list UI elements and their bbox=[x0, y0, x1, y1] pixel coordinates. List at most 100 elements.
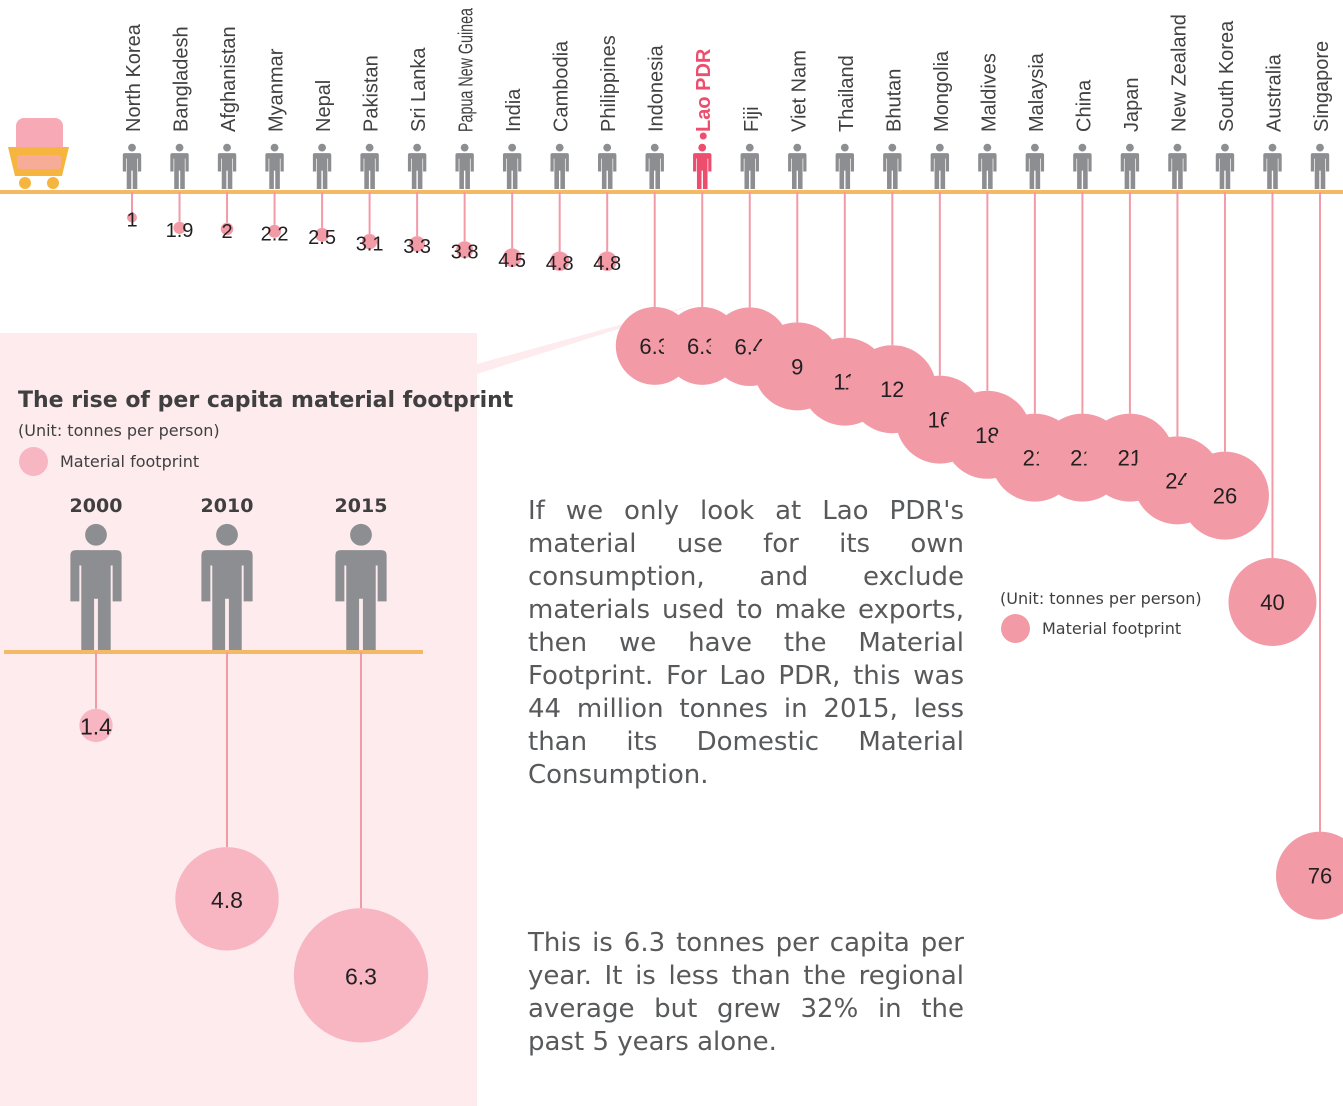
person-icon bbox=[550, 143, 569, 189]
year-2000: 2000 1.4 bbox=[70, 495, 123, 743]
person-icon bbox=[1215, 143, 1235, 189]
value-bubble bbox=[1180, 451, 1269, 540]
person-icon bbox=[645, 143, 664, 189]
data-label-north-korea: 1 bbox=[126, 210, 137, 232]
value-bubble bbox=[315, 227, 329, 242]
person-icon bbox=[502, 143, 522, 189]
inset-legend: Material footprint bbox=[19, 447, 199, 476]
category-label-india: India bbox=[503, 88, 525, 132]
data-label-singapore: 76 bbox=[1308, 864, 1332, 889]
person-icon bbox=[407, 143, 427, 189]
person-icon bbox=[788, 143, 807, 189]
value-bubble bbox=[456, 241, 474, 259]
person-icon bbox=[740, 143, 759, 189]
value-bubble bbox=[127, 212, 137, 223]
value-bubble bbox=[79, 708, 113, 743]
category-label-malaysia: Malaysia bbox=[1026, 52, 1048, 132]
category-label-south-korea: South Korea bbox=[1216, 20, 1238, 132]
data-label-cambodia: 4.8 bbox=[546, 253, 574, 275]
person-icon bbox=[1073, 143, 1092, 189]
person-icon bbox=[1120, 143, 1140, 189]
category-label-afghanistan: Afghanistan bbox=[218, 26, 240, 132]
category-label-papua-new-guinea: Papua New Guinea bbox=[456, 7, 478, 132]
country-myanmar: Myanmar 2.2 bbox=[261, 48, 289, 245]
person-icon bbox=[598, 143, 617, 189]
person-icon bbox=[170, 143, 189, 189]
main-legend: Material footprint bbox=[1001, 614, 1181, 643]
person-icon bbox=[122, 143, 142, 189]
value-bubble bbox=[268, 224, 282, 238]
category-label-fiji: Fiji bbox=[741, 106, 763, 132]
category-label-indonesia: Indonesia bbox=[646, 44, 668, 132]
main-legend-label: Material footprint bbox=[1042, 619, 1182, 638]
paragraph-per-capita-summary: This is 6.3 tonnes per capita per year. … bbox=[528, 928, 964, 1057]
data-label-viet-nam: 9 bbox=[791, 354, 803, 379]
main-legend-swatch bbox=[1001, 614, 1030, 643]
data-label-myanmar: 2.2 bbox=[261, 223, 289, 245]
data-label-2000: 1.4 bbox=[80, 713, 112, 739]
data-label-south-korea: 26 bbox=[1213, 484, 1237, 509]
category-label-myanmar: Myanmar bbox=[266, 48, 288, 132]
data-label-australia: 40 bbox=[1260, 590, 1284, 615]
person-icon bbox=[312, 143, 332, 189]
paragraph-material-footprint-definition: If we only look at Lao PDR's material us… bbox=[528, 496, 964, 790]
person-icon bbox=[1310, 143, 1330, 189]
highlight-dot bbox=[699, 132, 707, 140]
value-bubble bbox=[502, 248, 522, 268]
data-label-afghanistan: 2 bbox=[221, 221, 232, 243]
category-label-sri-lanka: Sri Lanka bbox=[408, 47, 430, 132]
country-australia: Australia 40 bbox=[1228, 53, 1317, 646]
category-label-philippines: Philippines bbox=[598, 35, 620, 132]
year-label-2010: 2010 bbox=[201, 495, 254, 517]
value-bubble bbox=[220, 222, 234, 236]
category-label-viet-nam: Viet Nam bbox=[788, 50, 810, 132]
person-icon bbox=[1263, 143, 1282, 189]
main-unit-label: (Unit: tonnes per person) bbox=[1000, 589, 1202, 608]
category-label-nepal: Nepal bbox=[313, 80, 335, 132]
category-label-cambodia: Cambodia bbox=[551, 40, 573, 132]
mine-cart-icon bbox=[8, 118, 69, 189]
person-icon bbox=[883, 143, 902, 189]
category-label-japan: Japan bbox=[1121, 78, 1143, 133]
country-nepal: Nepal 2.5 bbox=[308, 80, 336, 249]
inset-panel-background bbox=[0, 303, 700, 1106]
country-cambodia: Cambodia 4.8 bbox=[546, 40, 574, 275]
category-label-mongolia: Mongolia bbox=[931, 50, 953, 132]
person-icon bbox=[1168, 143, 1187, 189]
value-bubble bbox=[1276, 831, 1343, 920]
country-south-korea: South Korea 26 bbox=[1180, 20, 1269, 540]
data-label-bangladesh: 1.9 bbox=[166, 220, 194, 242]
category-label-thailand: Thailand bbox=[836, 55, 858, 132]
value-bubble bbox=[597, 251, 617, 271]
category-label-pakistan: Pakistan bbox=[361, 55, 383, 132]
inset-unit-label: (Unit: tonnes per person) bbox=[18, 421, 220, 440]
person-icon bbox=[265, 143, 284, 189]
data-label-nepal: 2.5 bbox=[308, 227, 336, 249]
category-label-china: China bbox=[1073, 79, 1095, 132]
value-bubble bbox=[361, 234, 378, 250]
year-label-2000: 2000 bbox=[70, 495, 123, 517]
person-icon bbox=[1025, 143, 1045, 189]
category-label-maldives: Maldives bbox=[978, 53, 1000, 132]
person-icon bbox=[930, 143, 950, 189]
category-label-australia: Australia bbox=[1263, 53, 1285, 132]
inset-legend-label: Material footprint bbox=[60, 452, 200, 471]
country-afghanistan: Afghanistan 2 bbox=[217, 26, 240, 243]
category-label-north-korea: North Korea bbox=[123, 23, 145, 132]
country-north-korea: North Korea 1 bbox=[122, 23, 145, 232]
year-label-2015: 2015 bbox=[335, 495, 388, 517]
person-icon bbox=[217, 143, 237, 189]
